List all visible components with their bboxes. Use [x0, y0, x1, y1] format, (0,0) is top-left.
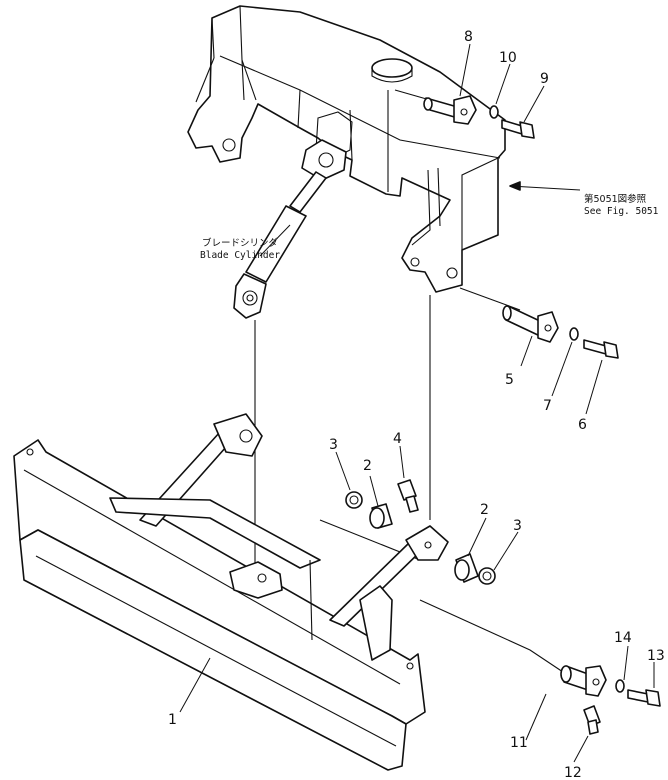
callout-3-right: 3	[513, 518, 522, 534]
reference-note: 第5051図参照 See Fig. 5051	[584, 193, 659, 217]
callout-8: 8	[464, 29, 473, 45]
blade-frame	[109, 413, 449, 661]
blade-cylinder	[233, 139, 347, 319]
callout-7: 7	[543, 398, 552, 414]
bushing-3-left	[345, 491, 363, 509]
pin-8	[423, 95, 477, 125]
callout-9: 9	[540, 71, 549, 87]
bolt-9	[501, 119, 535, 139]
reference-note-en: See Fig. 5051	[584, 206, 659, 217]
washer-7	[569, 327, 579, 341]
washer-10	[489, 105, 499, 119]
cylinder-label: ブレードシリンダ Blade Cylinder	[200, 237, 280, 261]
bolt-13	[627, 689, 661, 707]
leader-lines	[179, 43, 655, 763]
callout-14: 14	[614, 630, 632, 646]
callout-13: 13	[647, 648, 665, 664]
pin-5	[502, 305, 559, 343]
callout-10: 10	[499, 50, 517, 66]
bushing-2-left	[369, 503, 393, 529]
main-frame	[187, 5, 506, 293]
callout-3-left: 3	[329, 437, 338, 453]
reference-note-jp: 第5051図参照	[584, 193, 647, 205]
callout-11: 11	[510, 735, 528, 751]
bushing-3-right	[478, 567, 496, 585]
blade-cylinder-label-jp: ブレードシリンダ	[202, 237, 279, 249]
callout-12: 12	[564, 765, 582, 780]
bushing-2-right	[454, 553, 479, 583]
callout-5: 5	[505, 372, 514, 388]
callout-1: 1	[168, 712, 177, 728]
blade-cylinder-label-en: Blade Cylinder	[200, 250, 280, 261]
grease-fitting-12	[583, 705, 601, 735]
callout-numbers: 1 2 2 3 3 4 5 6 7 8 9 10 11 12 13 14	[168, 29, 665, 780]
bolt-6	[583, 339, 619, 359]
pin-11	[560, 665, 607, 697]
grease-fitting-4	[397, 479, 419, 513]
callout-4: 4	[393, 431, 402, 447]
callout-2-left: 2	[363, 458, 372, 474]
washer-14	[615, 679, 625, 693]
callout-2-right: 2	[480, 502, 489, 518]
callout-6: 6	[578, 417, 587, 433]
